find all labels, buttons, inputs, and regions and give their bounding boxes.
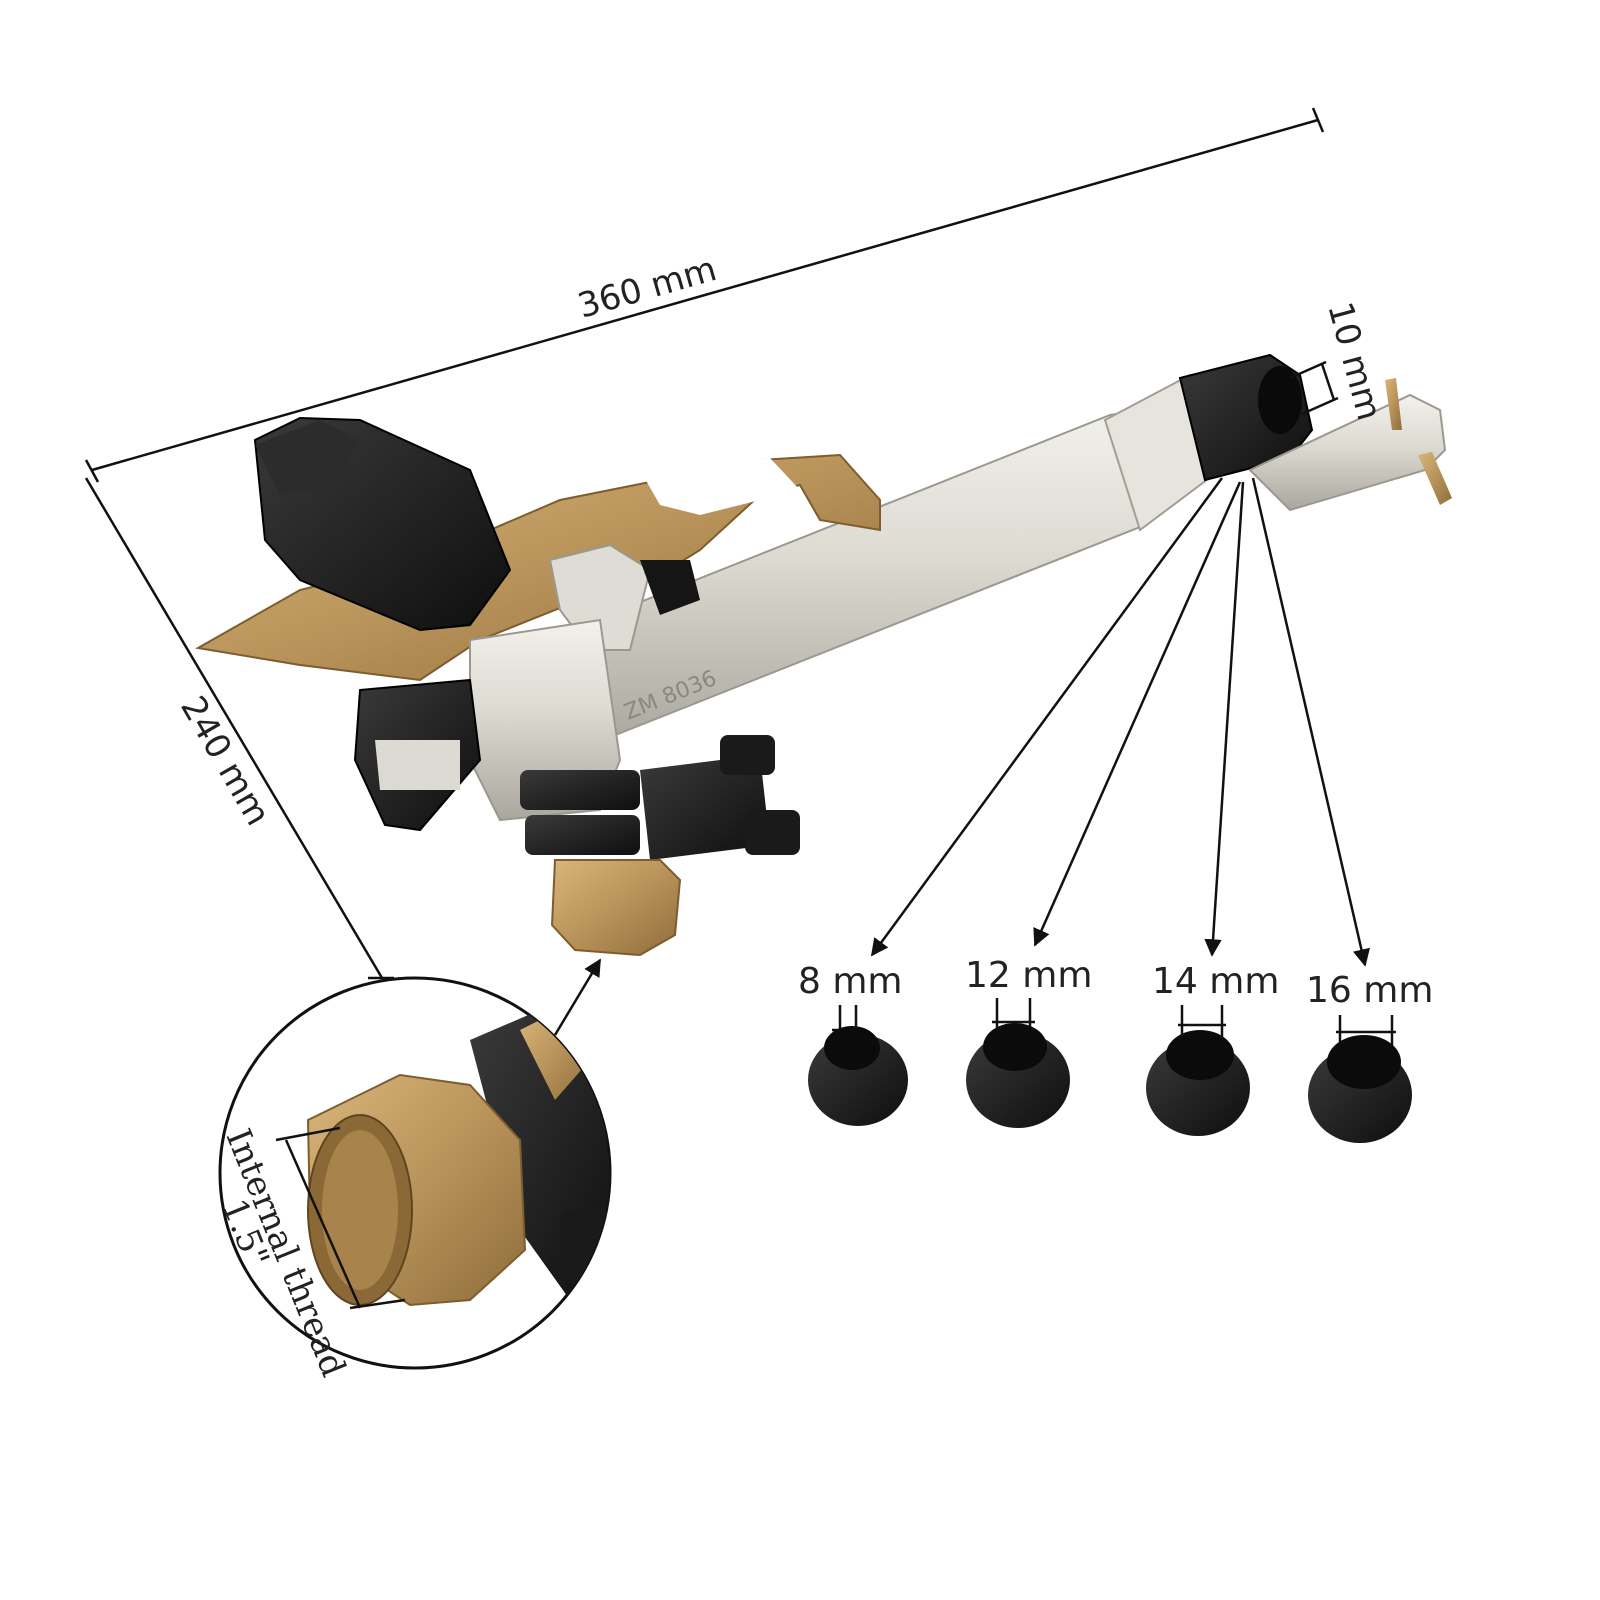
arrow-8mm bbox=[870, 477, 1224, 957]
sprinkler: ZM 8036 bbox=[195, 353, 1452, 957]
adjust-screw bbox=[1385, 378, 1402, 430]
nozzle-label: 12 mm bbox=[965, 955, 1092, 996]
bearing-ring-bottom bbox=[525, 815, 640, 855]
counterweight-cap bbox=[255, 420, 360, 495]
thread-dim-top bbox=[275, 1126, 341, 1142]
bearing-ring-top bbox=[520, 770, 640, 810]
trip-knob-top bbox=[720, 735, 775, 775]
nozzle-bore bbox=[1166, 1030, 1234, 1080]
arrow-12mm bbox=[1033, 481, 1242, 947]
height-dimension-line bbox=[84, 477, 384, 979]
nozzle-12mm: 12 mm bbox=[965, 955, 1092, 1128]
spare-nozzles: 8 mm 12 mm 14 mm 16 mm bbox=[798, 955, 1433, 1143]
inset-detail: Internal thread 1.5" bbox=[214, 976, 612, 1382]
inlet-nut bbox=[550, 859, 682, 957]
length-dimension-label: 360 mm bbox=[573, 249, 720, 327]
nozzle-label: 16 mm bbox=[1306, 970, 1433, 1011]
swing-arm-slot bbox=[640, 458, 800, 515]
nozzle-arrows bbox=[870, 477, 1370, 967]
length-dimension-tick-left bbox=[84, 459, 100, 483]
nozzle-label: 8 mm bbox=[798, 961, 902, 1002]
nozzle-label: 14 mm bbox=[1152, 961, 1279, 1002]
adjust-pin bbox=[1418, 452, 1452, 505]
inset-thread-inner bbox=[322, 1130, 398, 1290]
nozzle-opening bbox=[1258, 366, 1302, 434]
nozzle-14mm: 14 mm bbox=[1146, 961, 1279, 1136]
nozzle-8mm: 8 mm bbox=[798, 961, 908, 1126]
inset-knob bbox=[560, 1210, 610, 1280]
outlet-dimension-label: 10 mm bbox=[1319, 298, 1389, 425]
thread-dim-bar bbox=[284, 1139, 362, 1309]
length-dimension-line bbox=[91, 118, 1319, 472]
nozzle-bore bbox=[824, 1026, 880, 1070]
outlet-dimension-bar bbox=[1320, 363, 1336, 401]
nozzle-bore bbox=[983, 1023, 1047, 1071]
outlet-dimension-line-top bbox=[1289, 360, 1327, 380]
trip-clamp bbox=[640, 755, 770, 860]
inset-arrow bbox=[553, 958, 602, 1036]
nozzle-16mm: 16 mm bbox=[1306, 970, 1433, 1143]
arrow-14mm bbox=[1204, 481, 1245, 957]
arrow-16mm bbox=[1251, 477, 1370, 967]
outlet-dimension-line-bottom bbox=[1301, 396, 1339, 416]
base-bracket-window bbox=[375, 740, 460, 790]
spring-block bbox=[640, 560, 700, 615]
nozzle-bore bbox=[1327, 1035, 1401, 1089]
length-dimension-tick-right bbox=[1311, 107, 1325, 133]
trip-knob-bottom bbox=[745, 810, 800, 855]
